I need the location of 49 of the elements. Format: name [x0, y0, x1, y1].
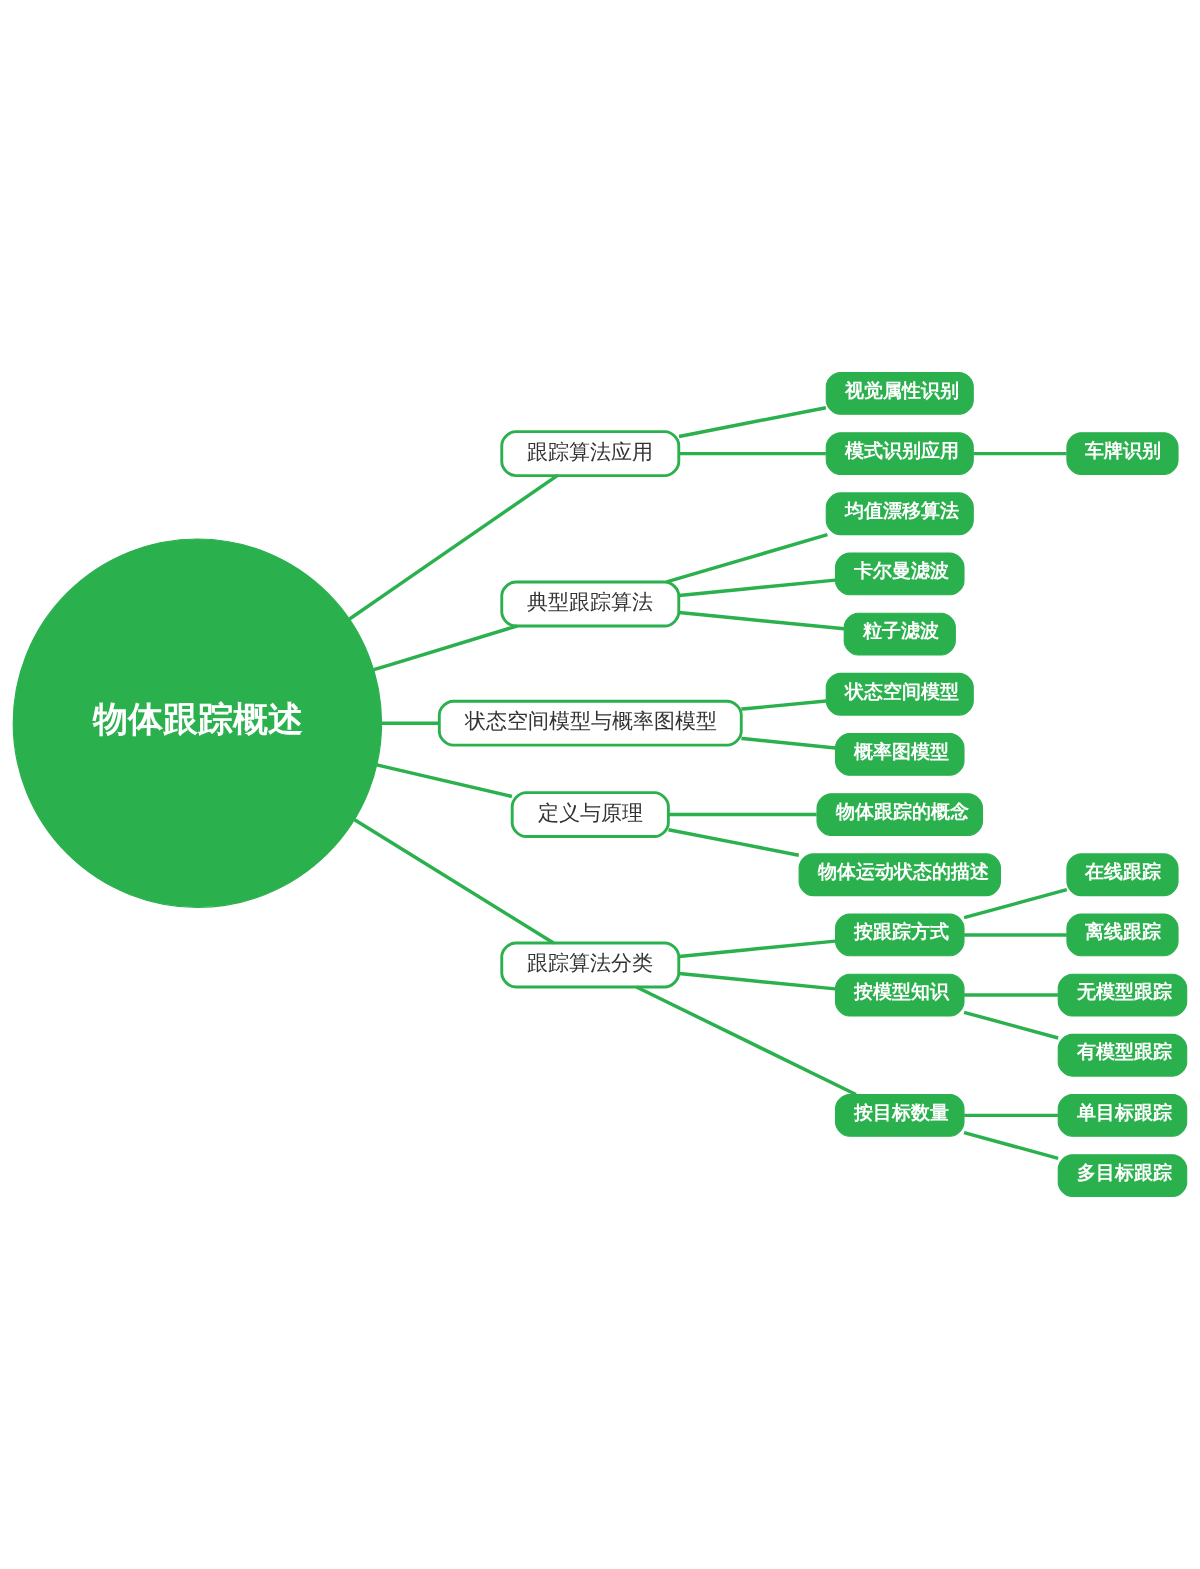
- connector: [963, 1010, 1059, 1040]
- node-box: 离线跟踪: [1066, 913, 1179, 957]
- connector: [741, 736, 836, 750]
- node-box: 典型跟踪算法: [500, 580, 681, 628]
- connector: [678, 578, 836, 598]
- node-box: 粒子滤波: [843, 612, 956, 656]
- node-box: 多目标跟踪: [1057, 1154, 1188, 1197]
- connector: [348, 474, 559, 621]
- node-circle: 物体跟踪概述: [12, 538, 383, 908]
- connector: [963, 887, 1068, 920]
- connector: [376, 763, 513, 799]
- connector: [964, 993, 1059, 997]
- node-box: 单目标跟踪: [1057, 1094, 1188, 1137]
- connector: [678, 406, 827, 439]
- node-box: 定义与原理: [510, 791, 670, 838]
- connector: [964, 933, 1067, 937]
- connector: [668, 827, 800, 857]
- connector: [964, 1113, 1059, 1118]
- node-box: 无模型跟踪: [1057, 973, 1188, 1017]
- connector: [373, 624, 518, 672]
- node-box: 状态空间模型与概率图模型: [437, 699, 743, 747]
- connector: [381, 721, 440, 725]
- node-box: 有模型跟踪: [1057, 1033, 1188, 1077]
- node-box: 模式识别应用: [825, 432, 974, 475]
- node-box: 按跟踪方式: [834, 913, 965, 957]
- connector: [678, 610, 845, 631]
- node-box: 跟踪算法应用: [500, 430, 681, 478]
- node-box: 物体跟踪的概念: [816, 793, 984, 836]
- node-box: 跟踪算法分类: [500, 941, 681, 989]
- connector: [678, 939, 836, 959]
- node-box: 车牌识别: [1066, 432, 1179, 475]
- node-box: 概率图模型: [834, 733, 965, 776]
- node-box: 在线跟踪: [1066, 853, 1179, 897]
- connector: [668, 812, 817, 817]
- node-box: 按模型知识: [834, 973, 965, 1017]
- node-box: 均值漂移算法: [825, 492, 974, 536]
- node-box: 物体运动状态的描述: [798, 853, 1001, 897]
- node-box: 按目标数量: [834, 1094, 965, 1137]
- connector: [741, 699, 827, 711]
- connector: [353, 818, 555, 945]
- connector: [635, 985, 857, 1097]
- node-box: 状态空间模型: [825, 672, 974, 716]
- node-box: 卡尔曼滤波: [834, 552, 965, 596]
- connector: [666, 533, 828, 584]
- node-box: 视觉属性识别: [825, 372, 974, 415]
- connector: [678, 971, 836, 991]
- connector: [973, 451, 1067, 456]
- connector: [679, 451, 826, 456]
- connector: [963, 1130, 1059, 1160]
